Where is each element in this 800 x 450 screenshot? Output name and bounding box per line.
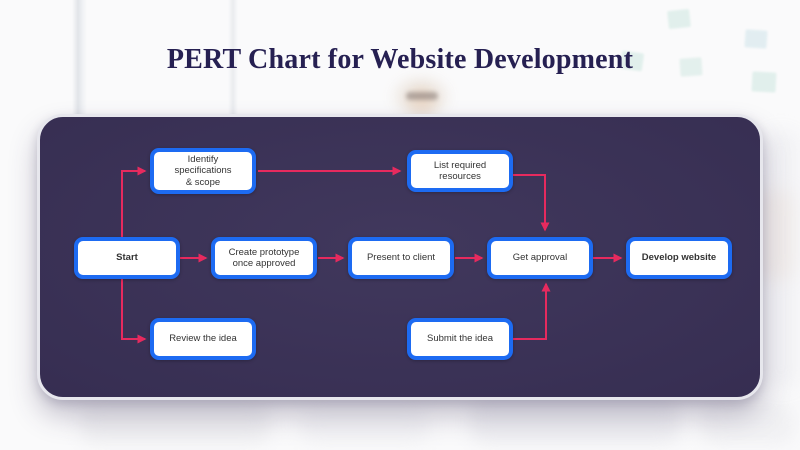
node-label: Start bbox=[116, 252, 138, 264]
background-photo-blur bbox=[470, 398, 680, 444]
node-label: Identify specifications & scope bbox=[174, 153, 232, 188]
node-label: Submit the idea bbox=[426, 333, 493, 345]
node-label: Develop website bbox=[641, 252, 717, 264]
node-label: Present to client bbox=[366, 252, 436, 264]
node-label: Review the idea bbox=[169, 333, 237, 345]
node-start: Start bbox=[74, 237, 180, 279]
background-photo-blur bbox=[80, 402, 270, 444]
node-review-idea: Review the idea bbox=[150, 318, 256, 360]
node-label: List required resources bbox=[433, 159, 487, 183]
background-photo-blur bbox=[700, 402, 795, 444]
node-label: Get approval bbox=[512, 252, 568, 264]
background-photo-blur bbox=[300, 408, 430, 444]
edge-start-to-identify-specs bbox=[121, 166, 147, 237]
node-identify-specs: Identify specifications & scope bbox=[150, 148, 256, 194]
node-create-prototype: Create prototype once approved bbox=[211, 237, 317, 279]
background-photo-blur bbox=[762, 130, 800, 390]
node-get-approval: Get approval bbox=[487, 237, 593, 279]
node-label: Create prototype once approved bbox=[228, 246, 300, 270]
node-develop-website: Develop website bbox=[626, 237, 732, 279]
edge-submit-idea-to-get-approval bbox=[513, 282, 551, 340]
flowchart-connectors bbox=[121, 166, 623, 344]
pert-chart-panel: Start Identify specifications & scope List… bbox=[37, 114, 763, 400]
page-title: PERT Chart for Website Development bbox=[166, 44, 634, 75]
edge-list-resources-to-get-approval bbox=[513, 174, 550, 232]
node-submit-idea: Submit the idea bbox=[407, 318, 513, 360]
background-person-blur bbox=[402, 84, 442, 118]
node-present-client: Present to client bbox=[348, 237, 454, 279]
edge-start-to-review-idea bbox=[121, 279, 147, 344]
node-list-resources: List required resources bbox=[407, 150, 513, 192]
background-person-blur bbox=[406, 92, 438, 100]
sticky-note bbox=[667, 8, 691, 30]
